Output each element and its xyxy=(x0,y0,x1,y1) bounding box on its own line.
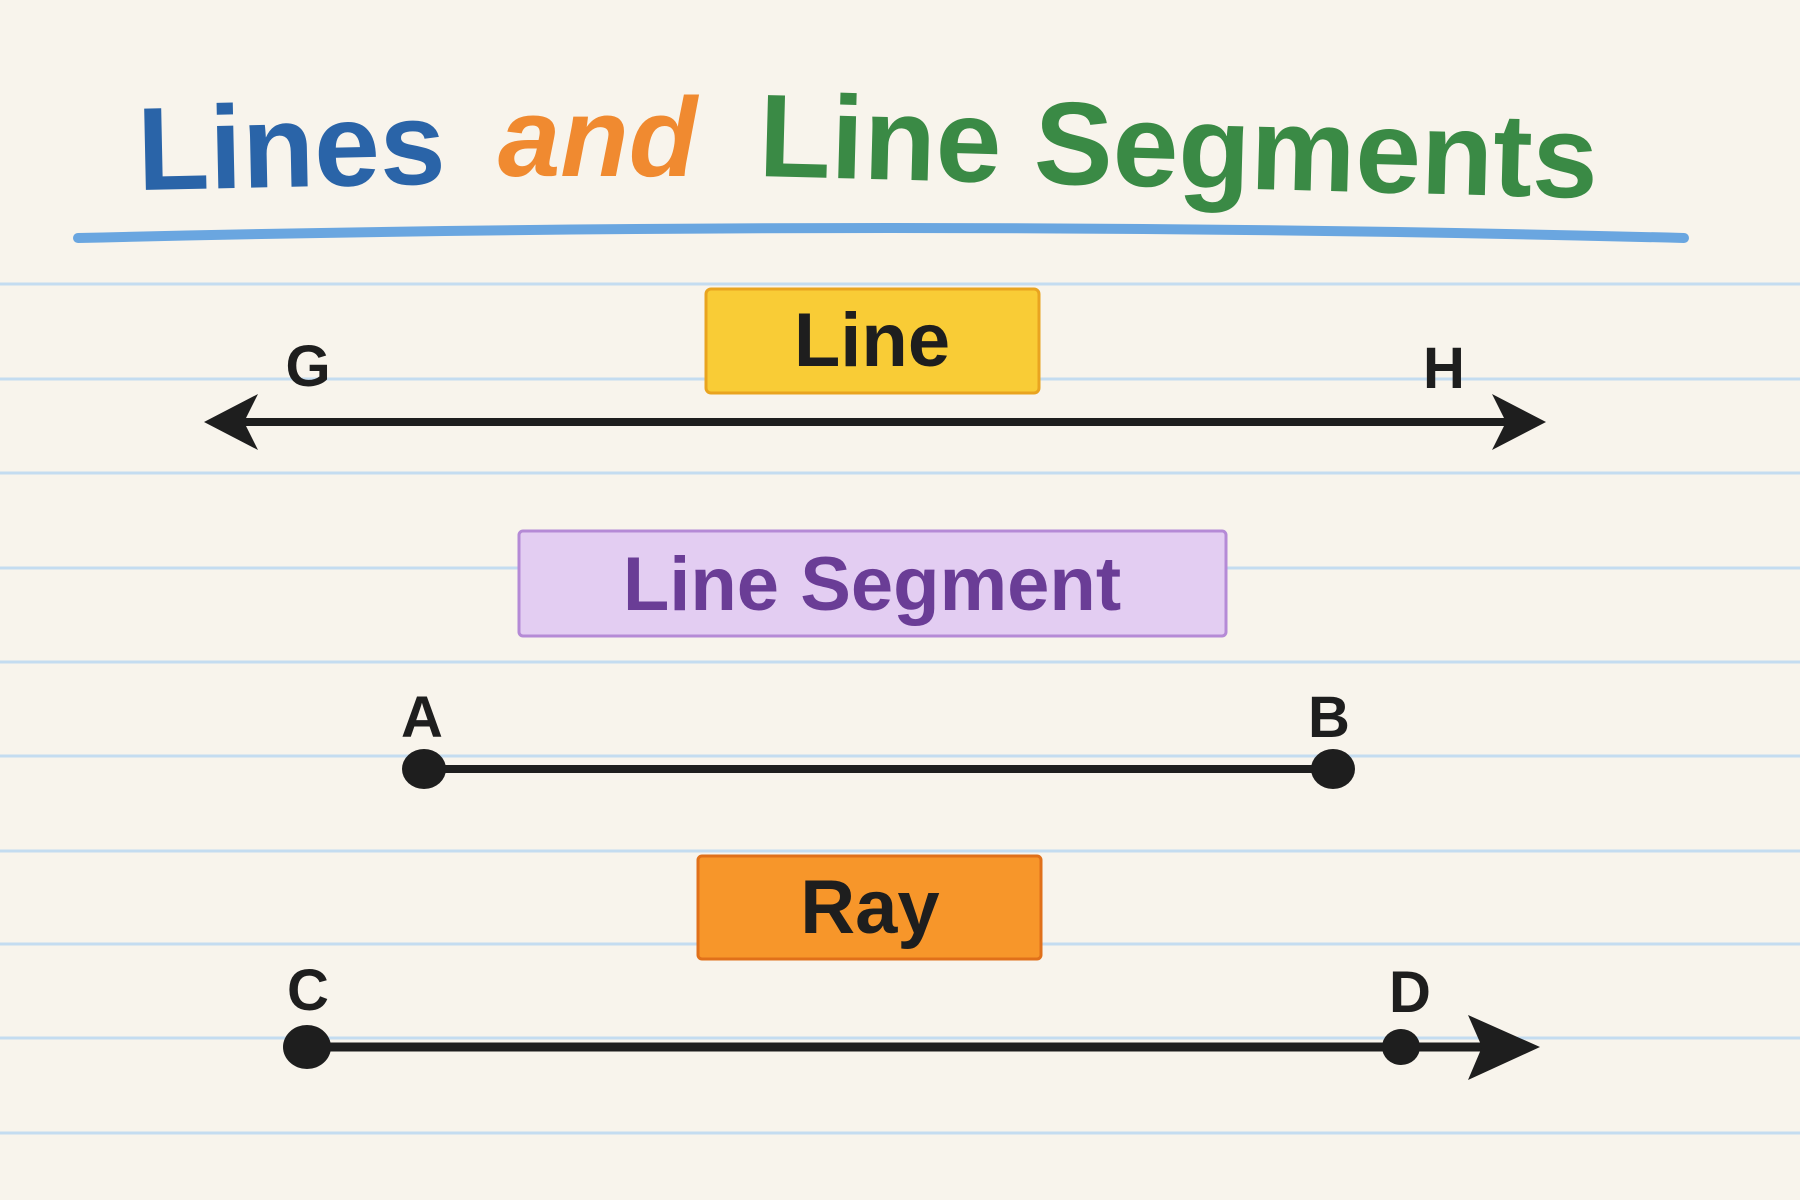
ruled-lines xyxy=(0,282,1800,1135)
ray-section: Ray C D xyxy=(283,854,1540,1080)
endpoint-a xyxy=(402,749,446,789)
title-word-line-segments: Line Segments xyxy=(757,70,1599,224)
point-label-h: H xyxy=(1423,336,1465,401)
ray-label: Ray xyxy=(800,865,939,950)
segment-label: Line Segment xyxy=(623,542,1121,627)
arrowhead-right-icon xyxy=(1468,1015,1540,1080)
line-label-box xyxy=(704,287,1041,395)
point-label-g: G xyxy=(285,334,330,399)
point-label-a: A xyxy=(401,685,443,750)
point-label-d: D xyxy=(1389,960,1431,1025)
ray-label-box xyxy=(696,854,1043,961)
endpoint-b xyxy=(1311,749,1355,789)
title-underline xyxy=(73,223,1689,243)
arrowhead-right-icon xyxy=(1492,394,1546,450)
point-d xyxy=(1382,1029,1420,1065)
segment-section: Line Segment A B xyxy=(401,529,1355,789)
arrowhead-left-icon xyxy=(204,394,258,450)
segment-label-box xyxy=(517,529,1228,638)
point-label-b: B xyxy=(1308,685,1350,750)
title-word-lines: Lines xyxy=(136,78,447,216)
point-label-c: C xyxy=(287,958,329,1023)
title-word-and: and xyxy=(498,75,700,200)
page-title: Lines and Line Segments xyxy=(73,70,1689,243)
line-section: Line G H xyxy=(204,287,1546,450)
line-label: Line xyxy=(794,298,950,383)
endpoint-c xyxy=(283,1025,331,1069)
